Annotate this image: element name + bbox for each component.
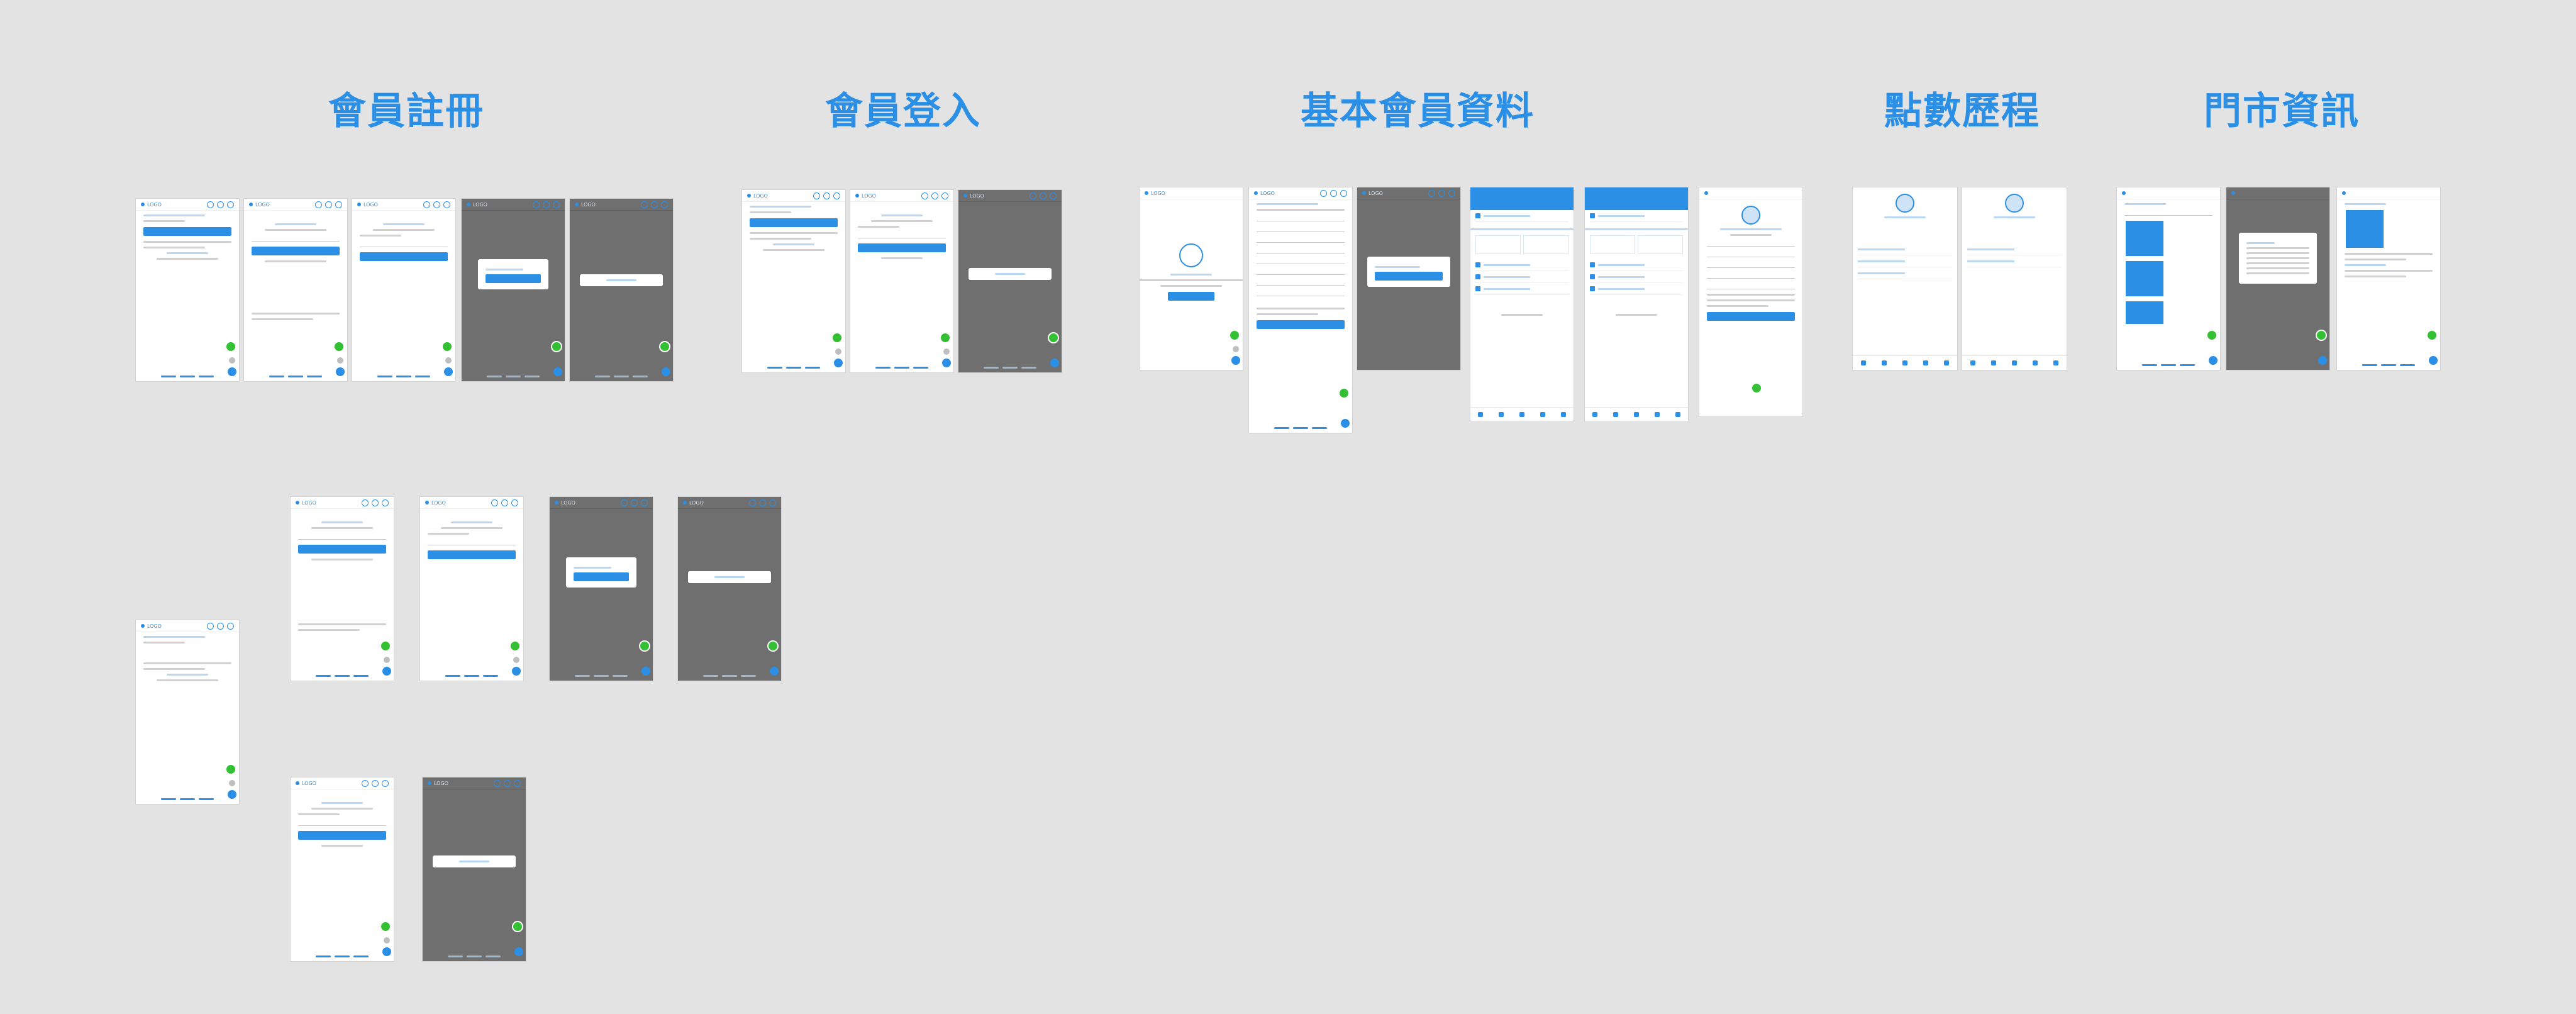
verify-button[interactable] <box>360 252 448 261</box>
store-card[interactable] <box>2126 301 2163 324</box>
section-title-register: 會員註冊 <box>328 89 484 133</box>
section-title-points: 點數歷程 <box>1884 89 2040 133</box>
store-detail-screen <box>2337 187 2440 370</box>
profile-edit-screen <box>1699 187 1802 416</box>
go-login-button[interactable] <box>1168 292 1214 301</box>
register-screen-4-modal: LOGO <box>462 199 565 381</box>
register-alt-screen-3: LOGO <box>420 497 523 681</box>
login-button[interactable] <box>750 218 838 227</box>
app-header: LOGO <box>136 199 239 211</box>
register-alt-screen-6: LOGO <box>291 777 394 961</box>
register-alt-screen-4-modal: LOGO <box>550 497 653 681</box>
avatar[interactable] <box>1741 206 1760 225</box>
search-icon[interactable] <box>227 201 234 208</box>
bottom-tab-bar <box>1470 407 1574 421</box>
member-center-screen-1 <box>1470 187 1574 421</box>
chat-icon[interactable] <box>228 367 236 376</box>
phone-field[interactable] <box>252 235 340 242</box>
register-screen-2: LOGO <box>244 199 347 381</box>
store-card[interactable] <box>2126 221 2163 256</box>
register-alt-screen-7-toast: LOGO <box>423 777 526 961</box>
register-alt-screen-5-toast: LOGO <box>678 497 781 681</box>
login-screen-1: LOGO <box>742 190 845 372</box>
register-screen-5-toast: LOGO <box>570 199 673 381</box>
points-history-screen-1 <box>1853 187 1957 370</box>
submit-button[interactable] <box>252 247 340 255</box>
store-list-screen <box>2117 187 2220 370</box>
register-screen-3: LOGO <box>352 199 455 381</box>
member-icon[interactable] <box>207 201 214 208</box>
store-photo <box>2346 210 2384 248</box>
alert-modal <box>478 259 548 289</box>
section-title-store: 門市資訊 <box>2204 89 2360 133</box>
line-chat-icon[interactable] <box>225 341 236 352</box>
store-filter-select[interactable] <box>2124 209 2212 216</box>
profile-form-screen: LOGO <box>1249 187 1352 433</box>
store-filter-modal-screen <box>2226 187 2329 370</box>
toast <box>580 274 663 286</box>
modal-confirm-button[interactable] <box>486 274 541 283</box>
login-screen-2: LOGO <box>850 190 953 372</box>
section-title-login: 會員登入 <box>825 89 981 133</box>
store-filter-modal <box>2238 233 2318 284</box>
register-screen-1: LOGO <box>136 199 239 381</box>
logo-icon <box>141 203 145 206</box>
member-center-screen-2 <box>1585 187 1688 421</box>
code-field[interactable] <box>360 241 448 247</box>
section-title-profile: 基本會員資料 <box>1301 89 1535 133</box>
primary-button[interactable] <box>143 227 231 236</box>
register-alt-screen-1: LOGO <box>136 620 239 804</box>
store-card[interactable] <box>2126 261 2163 296</box>
lock-icon <box>1179 243 1203 267</box>
register-alt-screen-2: LOGO <box>291 497 394 681</box>
points-history-screen-2 <box>1962 187 2067 370</box>
tab-home-icon[interactable] <box>1478 412 1484 417</box>
gift-icon[interactable] <box>217 201 224 208</box>
save-profile-button[interactable] <box>1257 320 1345 329</box>
profile-locked-screen: LOGO <box>1140 187 1243 370</box>
profile-confirm-modal-screen: LOGO <box>1357 187 1460 370</box>
scroll-top-icon[interactable] <box>229 357 235 364</box>
login-screen-3-toast: LOGO <box>958 190 1062 372</box>
password-field[interactable] <box>858 232 946 238</box>
